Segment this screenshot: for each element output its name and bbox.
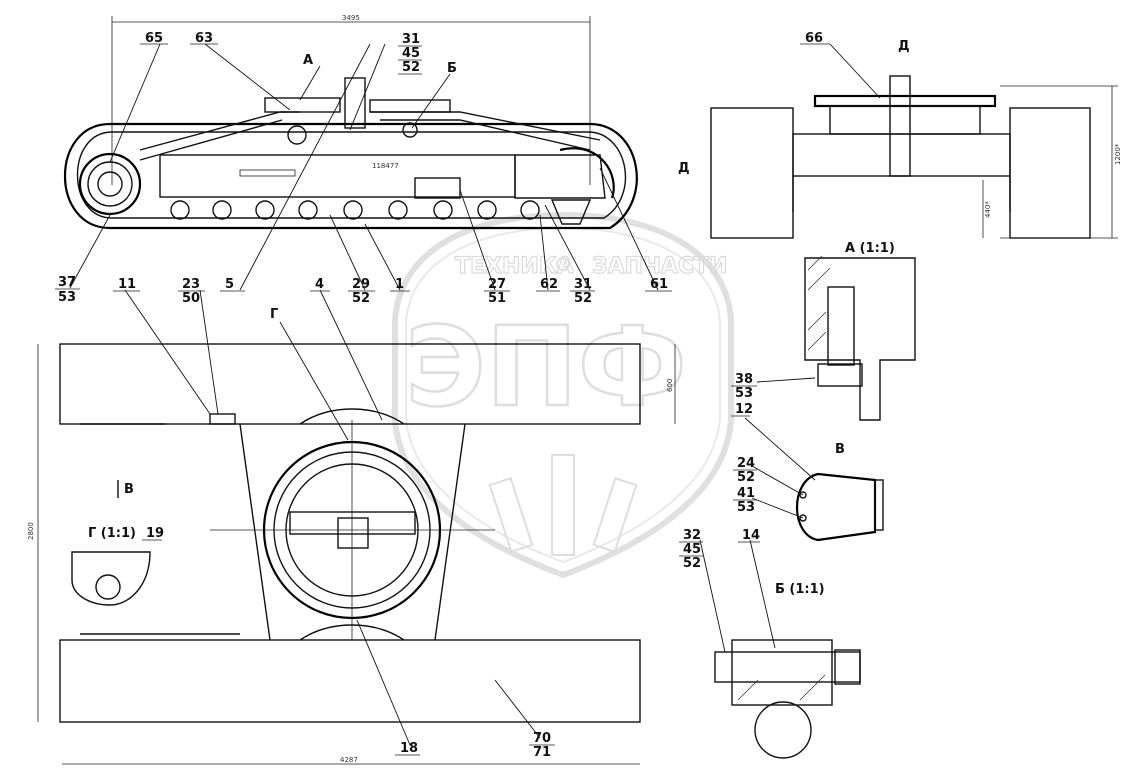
section-v-detail [796,472,884,542]
callout-31-top: 31 [402,32,420,47]
dim-right-small: 440* [984,201,992,218]
leader-lines [69,43,881,746]
dim-bottom-width: 4287 [340,756,358,764]
dim-top-width: 3495 [342,14,360,22]
callout-v-flag: В [124,482,134,497]
watermark-top-left: ТЕХНИКА [455,254,574,279]
dim-left-height: 2800 [27,522,35,540]
crawler-side-view: 3495 118477 [64,14,638,230]
callout-14: 14 [742,528,760,543]
callout-53a: 53 [58,290,76,305]
callout-53b: 53 [735,386,753,401]
callout-a-section: А (1:1) [845,241,895,256]
callout-18: 18 [400,741,418,756]
watermark-big: ЭПФ [405,303,687,431]
callout-52e: 52 [683,556,701,571]
callout-27: 27 [488,277,506,292]
callout-38: 38 [735,372,753,387]
callout-4: 4 [315,277,324,292]
callout-37: 37 [58,275,76,290]
callout-12: 12 [735,402,753,417]
callout-51: 51 [488,291,506,306]
callout-52d: 52 [737,470,755,485]
callout-d-side: Д [678,161,690,176]
callout-62: 62 [540,277,558,292]
mid-label: 118477 [372,162,399,170]
callout-41: 41 [737,486,755,501]
callout-61: 61 [650,277,668,292]
callout-24: 24 [737,456,755,471]
callout-29: 29 [352,277,370,292]
callout-11: 11 [118,277,136,292]
callout-50: 50 [182,291,200,306]
callout-65: 65 [145,31,163,46]
callout-32: 32 [683,528,701,543]
callout-v-section: В [835,442,845,457]
plan-view: 2800 4287 600 [27,343,676,765]
callout-d-top: Д [898,39,910,54]
callout-5: 5 [225,277,234,292]
callout-53c: 53 [737,500,755,515]
callout-b-section: Б (1:1) [775,582,825,597]
callout-45-top: 45 [402,46,420,61]
callout-70: 70 [533,731,551,746]
callout-66: 66 [805,31,823,46]
callout-63: 63 [195,31,213,46]
callout-52b: 52 [352,291,370,306]
watermark: ТЕХНИКА ЗАПЧАСТИ ЭПФ [392,211,734,579]
callout-1: 1 [395,277,404,292]
callout-b-top: Б [447,61,457,76]
view-d: 1200* 440* [710,75,1122,239]
section-a [804,255,916,421]
callout-23: 23 [182,277,200,292]
section-b [714,639,861,759]
dim-right-height: 1200* [1114,143,1122,165]
callout-19: 19 [146,526,164,541]
watermark-top-right: ЗАПЧАСТИ [592,254,727,279]
callout-labels: 65 63 А 31 45 52 Б 66 Д Д 37 53 11 23 50… [55,31,910,760]
callout-g-section: Г (1:1) [88,526,136,541]
dim-block-height: 600 [666,379,674,392]
callout-71: 71 [533,745,551,760]
callout-52c: 52 [574,291,592,306]
callout-31b: 31 [574,277,592,292]
callout-a: А [303,53,313,68]
callout-45b: 45 [683,542,701,557]
callout-g: Г [270,307,278,322]
callout-52-top: 52 [402,60,420,75]
